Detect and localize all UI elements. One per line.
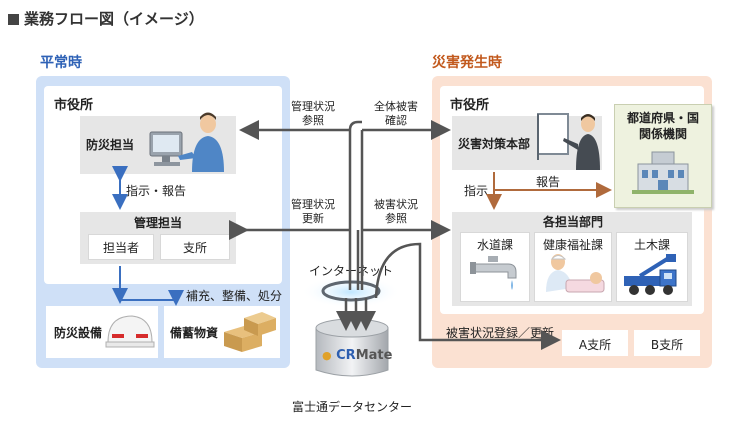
- civil-dept-label: 土木課: [633, 238, 670, 252]
- damage-ref-line1: 被害状況: [374, 198, 418, 211]
- all-damage-line1: 全体被害: [374, 100, 418, 113]
- presenter-at-screen-icon: [537, 113, 600, 170]
- branch-a-box: [562, 330, 628, 356]
- supply-maintenance-label: 補充、整備、処分: [186, 289, 283, 303]
- damage-ref-line2: 参照: [385, 212, 407, 225]
- disaster-city-hall-title: 市役所: [450, 98, 490, 113]
- all-damage-label: 全体被害確認: [368, 100, 424, 128]
- damage-register-label: 被害状況登録／更新: [446, 326, 555, 340]
- datacenter-label: 富士通データセンター: [292, 400, 413, 414]
- person-in-charge-label: 担当者: [102, 241, 139, 255]
- branch-a-label: A支所: [578, 338, 612, 352]
- report-label: 報告: [536, 175, 561, 189]
- all-damage-line2: 確認: [385, 114, 407, 127]
- patient-care-icon: [546, 254, 605, 293]
- title-square-icon: [8, 14, 19, 25]
- equipment-label: 防災設備: [54, 326, 103, 340]
- supply-arrow-base: [119, 266, 176, 301]
- government-building-icon: [632, 151, 694, 194]
- diagram-title: 業務フロー図（イメージ）: [8, 8, 204, 29]
- normal-city-hall-title: 市役所: [54, 98, 94, 113]
- disaster-time-label: 災害発生時: [432, 55, 502, 71]
- mgmt-ref-line1: 管理状況: [291, 100, 335, 113]
- damage-register-arrow: [374, 242, 561, 350]
- damage-ref-label: 被害状況参照: [368, 198, 424, 226]
- normal-time-label: 平常時: [40, 55, 82, 71]
- diagram-title-text: 業務フロー図（イメージ）: [24, 10, 204, 28]
- crmate-logo-prefix: CR: [336, 348, 356, 363]
- water-dept-label: 水道課: [476, 238, 513, 252]
- person-in-charge-box: [88, 234, 154, 260]
- crane-truck-icon: [624, 254, 677, 295]
- hq-label: 災害対策本部: [458, 137, 531, 151]
- branch-label: 支所: [182, 241, 207, 255]
- departments-label: 各担当部門: [542, 215, 603, 229]
- operator-at-pc-icon: [149, 112, 224, 172]
- prefecture-line2: 関係機関: [638, 127, 687, 141]
- branch-b-label: B支所: [650, 338, 684, 352]
- safety-helmet-icon: [105, 315, 155, 348]
- management-label: 管理担当: [133, 216, 182, 230]
- mgmt-ref-line2: 参照: [302, 114, 324, 127]
- water-faucet-icon: [470, 256, 517, 290]
- crmate-logo: ● CRMate: [322, 348, 392, 363]
- branch-b-box: [634, 330, 700, 356]
- mgmt-ref-label: 管理状況参照: [288, 100, 338, 128]
- crmate-logo-suffix: Mate: [355, 348, 393, 363]
- crmate-logo-mark: ●: [322, 349, 332, 362]
- mgmt-update-label: 管理状況更新: [288, 198, 338, 226]
- branch-box: [160, 234, 230, 260]
- disaster-staff-label: 防災担当: [86, 138, 135, 152]
- instruct-report-label: 指示・報告: [126, 184, 187, 198]
- prefecture-line1: 都道府県・国: [626, 111, 699, 125]
- prefecture-label: 都道府県・国関係機関: [614, 110, 712, 142]
- mgmt-update-line1: 管理状況: [291, 198, 335, 211]
- instruct-label: 指示: [464, 184, 489, 198]
- welfare-dept-label: 健康福祉課: [542, 238, 603, 252]
- cardboard-boxes-icon: [224, 312, 276, 352]
- stockpile-label: 備蓄物資: [170, 326, 219, 340]
- mgmt-update-line2: 更新: [302, 212, 324, 225]
